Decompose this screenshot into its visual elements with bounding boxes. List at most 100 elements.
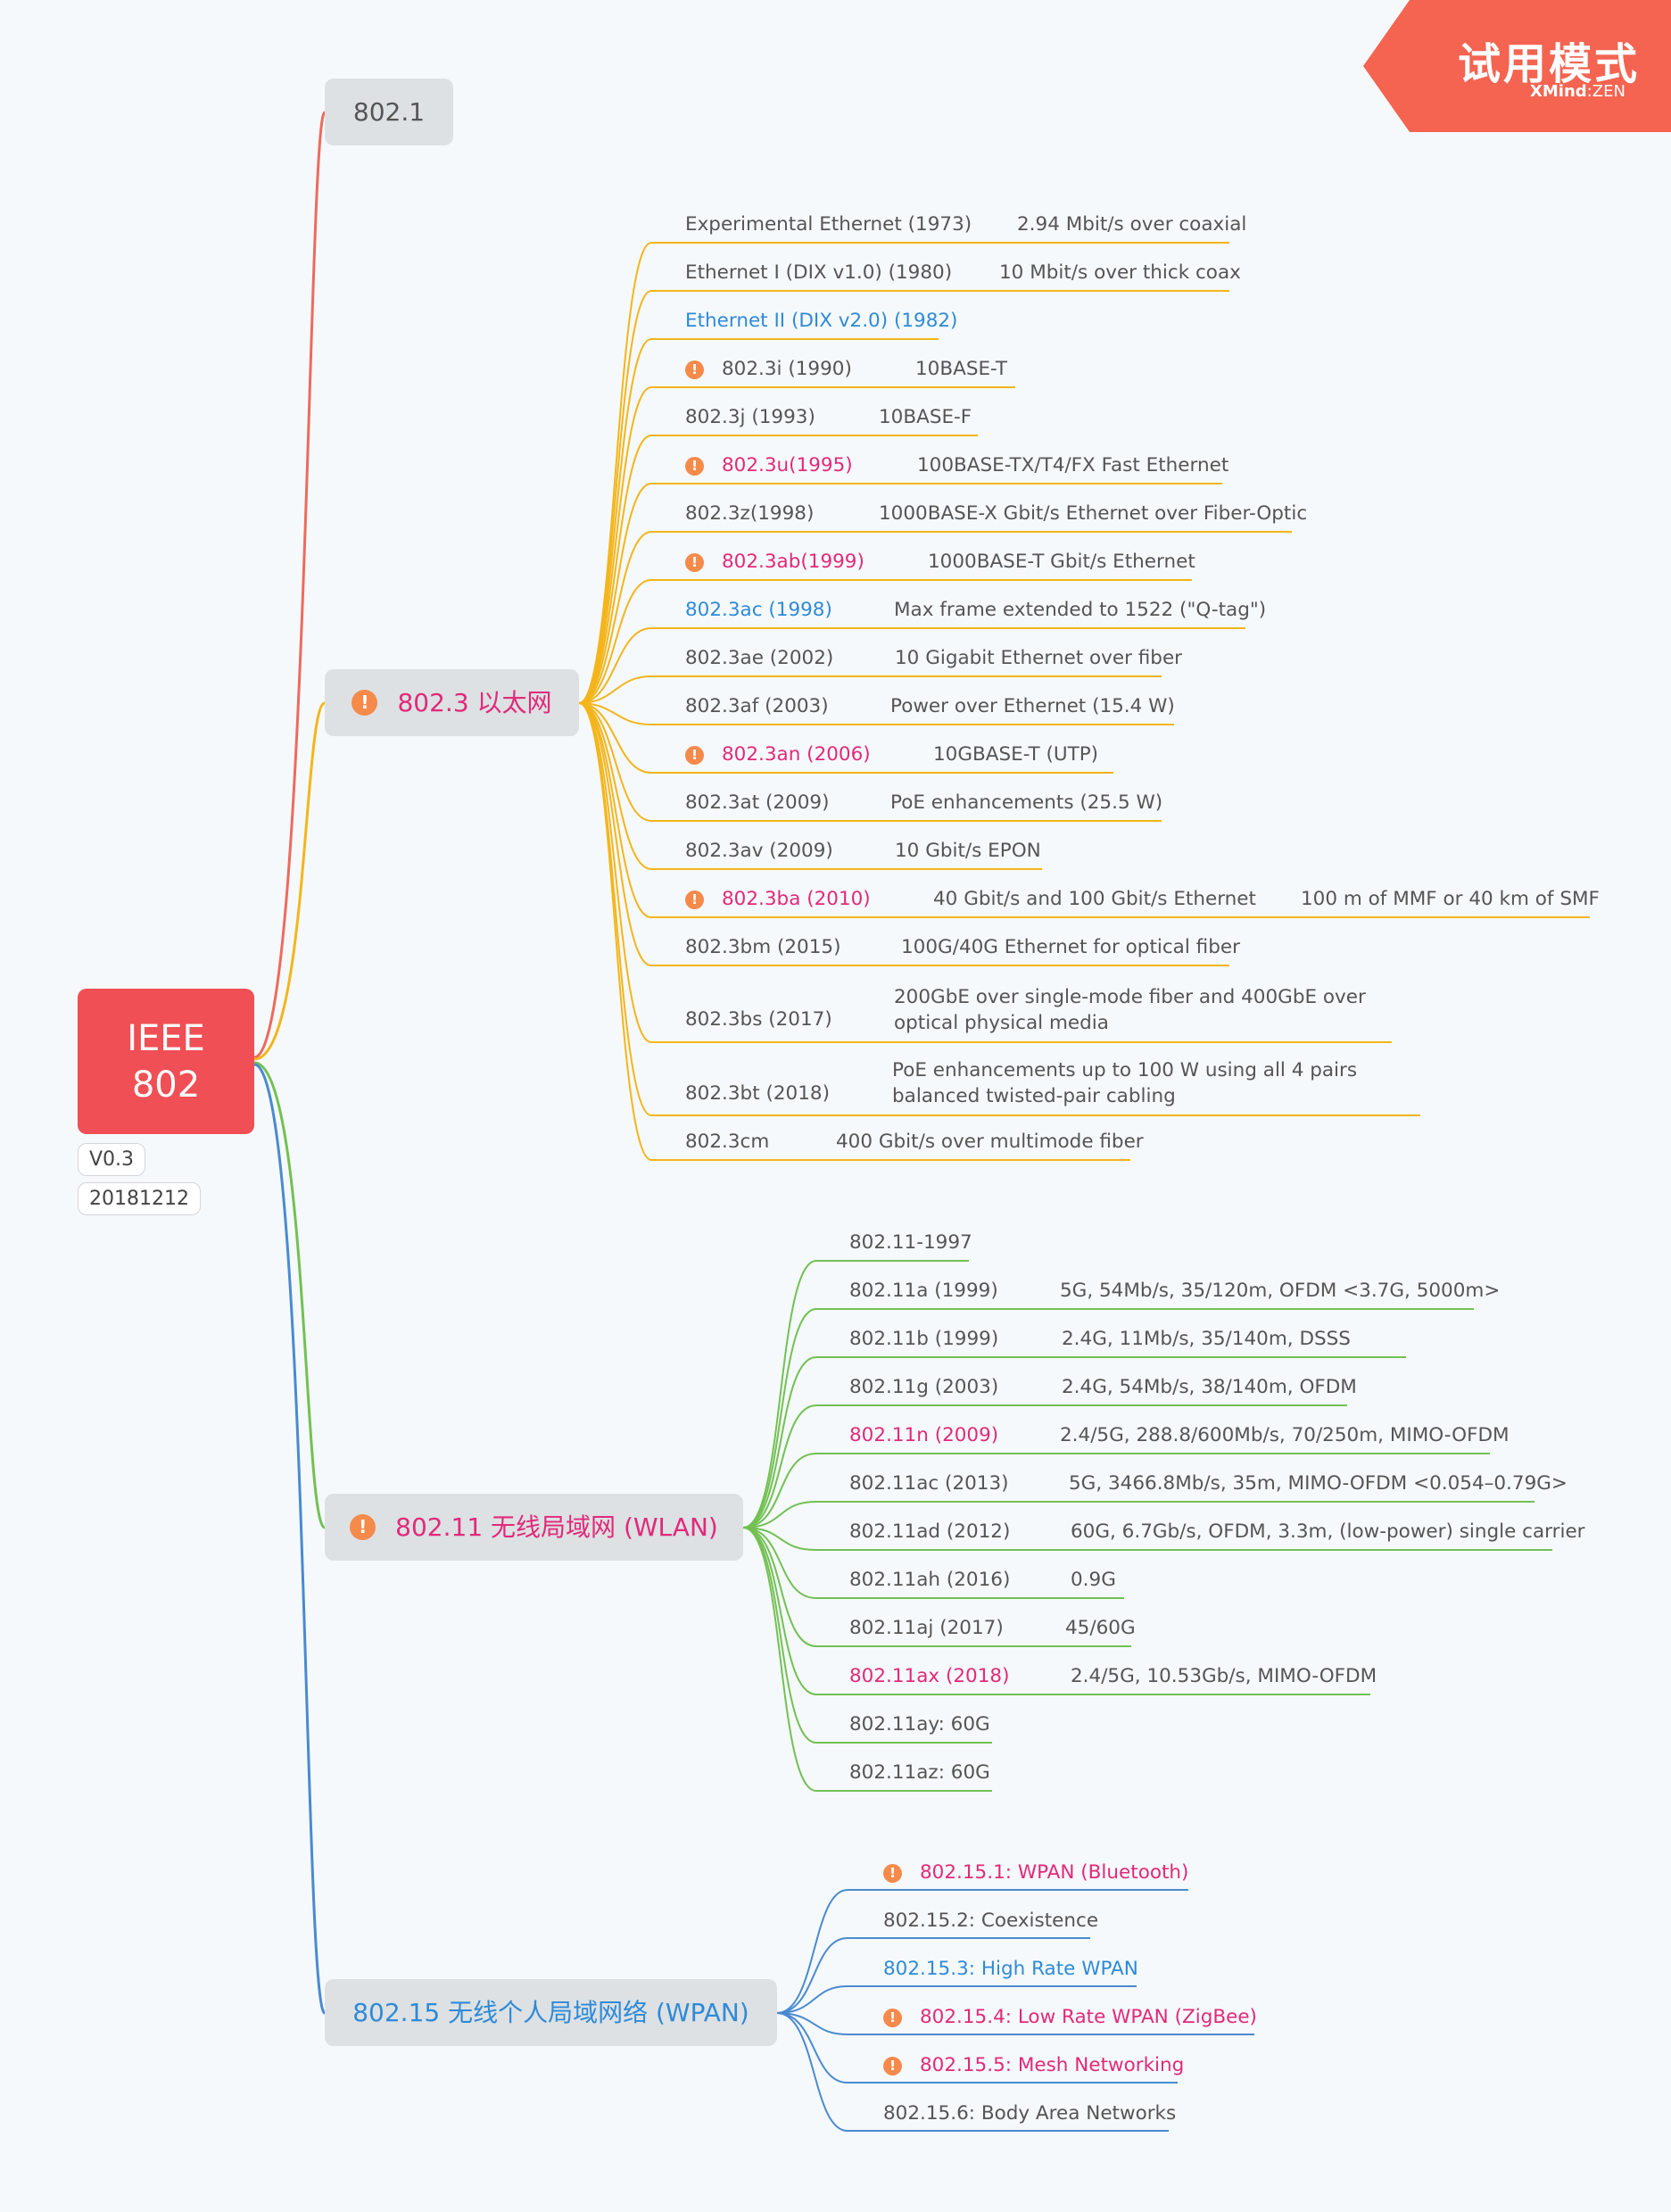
wlan-topic[interactable]: 802.11az: 60G xyxy=(849,1761,990,1784)
exclamation-marker-icon: ! xyxy=(685,890,704,909)
wlan-topic[interactable]: 802.11aj (2017) xyxy=(849,1617,1004,1639)
wlan-topic[interactable]: 802.11ah (2016) xyxy=(849,1569,1011,1591)
wlan-subtopic[interactable]: 0.9G xyxy=(1071,1569,1116,1591)
connector-ethernet-topic xyxy=(578,338,652,704)
ethernet-topic[interactable]: 802.3af (2003) xyxy=(685,695,829,717)
ethernet-topic[interactable]: 802.3av (2009) xyxy=(685,840,833,862)
ethernet-subtopic[interactable]: 10GBASE-T (UTP) xyxy=(933,743,1099,766)
connector-ethernet-topic xyxy=(578,702,652,1161)
wlan-topic[interactable]: 802.11n (2009) xyxy=(849,1424,999,1446)
branch-802-15[interactable]: 802.15 无线个人局域网络 (WPAN) xyxy=(325,1979,777,2046)
date-label[interactable]: 20181212 xyxy=(78,1182,201,1215)
ethernet-topic[interactable]: 802.3bt (2018) xyxy=(685,1082,830,1105)
ethernet-subtopic[interactable]: 10 Gigabit Ethernet over fiber xyxy=(895,647,1183,669)
ethernet-subtopic[interactable]: 100G/40G Ethernet for optical fiber xyxy=(901,936,1240,958)
branch-802-1[interactable]: 802.1 xyxy=(325,79,453,145)
wpan-topic[interactable]: !802.15.4: Low Rate WPAN (ZigBee) xyxy=(883,2008,1257,2027)
connector-ethernet-topic xyxy=(578,702,652,1043)
wlan-subtopic[interactable]: 5G, 54Mb/s, 35/120m, OFDM <3.7G, 5000m> xyxy=(1060,1280,1501,1302)
wlan-subtopic[interactable]: 60G, 6.7Gb/s, OFDM, 3.3m, (low-power) si… xyxy=(1071,1520,1585,1543)
ethernet-subtopic[interactable]: 1000BASE-X Gbit/s Ethernet over Fiber-Op… xyxy=(879,502,1308,525)
root-topic[interactable]: IEEE 802 xyxy=(78,989,254,1134)
connector-wlan-topic xyxy=(742,1308,817,1529)
ethernet-topic[interactable]: 802.3bm (2015) xyxy=(685,936,841,958)
wlan-subtopic[interactable]: 2.4/5G, 10.53Gb/s, MIMO-OFDM xyxy=(1071,1665,1377,1687)
connector-wpan-topic xyxy=(776,1889,848,2014)
connector-ethernet-topic xyxy=(578,702,652,918)
connector-ethernet-topic xyxy=(578,702,652,822)
ethernet-subtopic[interactable]: Max frame extended to 1522 ("Q-tag") xyxy=(894,599,1267,621)
ethernet-subtopic[interactable]: PoE enhancements (25.5 W) xyxy=(890,791,1163,814)
branch-802-1-label: 802.1 xyxy=(352,96,426,127)
connector-wpan-topic xyxy=(776,1985,848,2014)
connector-802-1 xyxy=(253,111,327,1059)
ethernet-topic[interactable]: !802.3ab(1999) xyxy=(685,552,864,572)
ethernet-topic[interactable]: 802.3j (1993) xyxy=(685,406,815,428)
wlan-topic[interactable]: 802.11ay: 60G xyxy=(849,1713,990,1736)
wlan-subtopic[interactable]: 5G, 3466.8Mb/s, 35m, MIMO-OFDM <0.054–0.… xyxy=(1069,1472,1568,1495)
wlan-topic[interactable]: 802.11ad (2012) xyxy=(849,1520,1011,1543)
ethernet-topic[interactable]: !802.3i (1990) xyxy=(685,360,852,379)
ethernet-topic[interactable]: 802.3bs (2017) xyxy=(685,1008,832,1031)
wlan-topic[interactable]: 802.11ac (2013) xyxy=(849,1472,1009,1495)
connector-ethernet-topic xyxy=(578,435,652,704)
ethernet-topic[interactable]: !802.3u(1995) xyxy=(685,456,853,476)
ethernet-subtopic-detail[interactable]: 100 m of MMF or 40 km of SMF xyxy=(1301,888,1600,910)
branch-802-11[interactable]: ! 802.11 无线局域网 (WLAN) xyxy=(325,1494,743,1561)
connector-wlan-topic xyxy=(742,1260,817,1529)
wlan-subtopic[interactable]: 2.4G, 11Mb/s, 35/140m, DSSS xyxy=(1062,1328,1351,1350)
ethernet-topic[interactable]: !802.3ba (2010) xyxy=(685,890,871,909)
ethernet-subtopic[interactable]: 10 Mbit/s over thick coax xyxy=(999,261,1241,284)
branch-802-3-label: 802.3 以太网 xyxy=(397,687,552,717)
ethernet-subtopic[interactable]: 10 Gbit/s EPON xyxy=(895,840,1041,862)
connector-wlan-topic xyxy=(742,1453,817,1529)
ethernet-topic[interactable]: 802.3ac (1998) xyxy=(685,599,832,621)
ethernet-topic[interactable]: Ethernet II (DIX v2.0) (1982) xyxy=(685,310,958,332)
wlan-topic[interactable]: 802.11a (1999) xyxy=(849,1280,998,1302)
ethernet-subtopic[interactable]: 10BASE-T xyxy=(915,358,1007,380)
ethernet-topic[interactable]: 802.3z(1998) xyxy=(685,502,815,525)
ethernet-subtopic[interactable]: 2.94 Mbit/s over coaxial xyxy=(1017,213,1247,236)
connector-wpan-topic xyxy=(776,1937,848,2014)
ethernet-subtopic[interactable]: PoE enhancements up to 100 W using all 4… xyxy=(892,1059,1358,1108)
wlan-subtopic[interactable]: 45/60G xyxy=(1065,1617,1136,1639)
connector-wlan-topic xyxy=(742,1527,817,1647)
ethernet-subtopic[interactable]: 400 Gbit/s over multimode fiber xyxy=(836,1131,1144,1153)
connector-ethernet-topic xyxy=(578,531,652,704)
ethernet-topic[interactable]: 802.3ae (2002) xyxy=(685,647,834,669)
ethernet-topic[interactable]: Experimental Ethernet (1973) xyxy=(685,213,972,236)
connector-wlan-topic xyxy=(742,1404,817,1529)
connector-ethernet-topic xyxy=(578,702,652,774)
wlan-topic[interactable]: 802.11b (1999) xyxy=(849,1328,999,1350)
branch-802-15-label: 802.15 无线个人局域网络 (WPAN) xyxy=(352,1997,749,2027)
ethernet-topic[interactable]: 802.3cm xyxy=(685,1131,770,1153)
exclamation-marker-icon: ! xyxy=(883,2008,902,2027)
ethernet-subtopic[interactable]: 1000BASE-T Gbit/s Ethernet xyxy=(928,551,1195,573)
root-topic-line1: IEEE xyxy=(127,1017,205,1059)
ethernet-subtopic[interactable]: 40 Gbit/s and 100 Gbit/s Ethernet xyxy=(933,888,1256,910)
connector-wlan-topic xyxy=(742,1527,817,1792)
wlan-subtopic[interactable]: 2.4/5G, 288.8/600Mb/s, 70/250m, MIMO-OFD… xyxy=(1060,1424,1510,1446)
version-label[interactable]: V0.3 xyxy=(78,1143,146,1176)
connector-wlan-topic xyxy=(742,1527,817,1744)
ethernet-subtopic[interactable]: 200GbE over single-mode fiber and 400GbE… xyxy=(894,986,1366,1035)
wpan-topic[interactable]: 802.15.2: Coexistence xyxy=(883,1910,1099,1932)
wlan-subtopic[interactable]: 2.4G, 54Mb/s, 38/140m, OFDM xyxy=(1062,1376,1357,1398)
wpan-topic[interactable]: !802.15.1: WPAN (Bluetooth) xyxy=(883,1863,1188,1883)
ethernet-subtopic[interactable]: Power over Ethernet (15.4 W) xyxy=(890,695,1175,717)
ethernet-topic[interactable]: 802.3at (2009) xyxy=(685,791,830,814)
wlan-topic[interactable]: 802.11ax (2018) xyxy=(849,1665,1010,1687)
wlan-topic[interactable]: 802.11-1997 xyxy=(849,1231,972,1254)
wpan-topic[interactable]: !802.15.5: Mesh Networking xyxy=(883,2056,1184,2075)
ethernet-subtopic[interactable]: 10BASE-F xyxy=(879,406,972,428)
ethernet-subtopic[interactable]: 100BASE-TX/T4/FX Fast Ethernet xyxy=(917,454,1229,476)
wlan-topic[interactable]: 802.11g (2003) xyxy=(849,1376,999,1398)
connector-wlan-topic xyxy=(742,1527,817,1599)
wpan-topic[interactable]: 802.15.6: Body Area Networks xyxy=(883,2102,1177,2125)
wpan-topic[interactable]: 802.15.3: High Rate WPAN xyxy=(883,1958,1138,1980)
branch-802-3[interactable]: ! 802.3 以太网 xyxy=(325,669,579,736)
ethernet-topic[interactable]: Ethernet I (DIX v1.0) (1980) xyxy=(685,261,953,284)
ethernet-topic[interactable]: !802.3an (2006) xyxy=(685,745,871,765)
connector-wlan-topic xyxy=(742,1527,817,1551)
